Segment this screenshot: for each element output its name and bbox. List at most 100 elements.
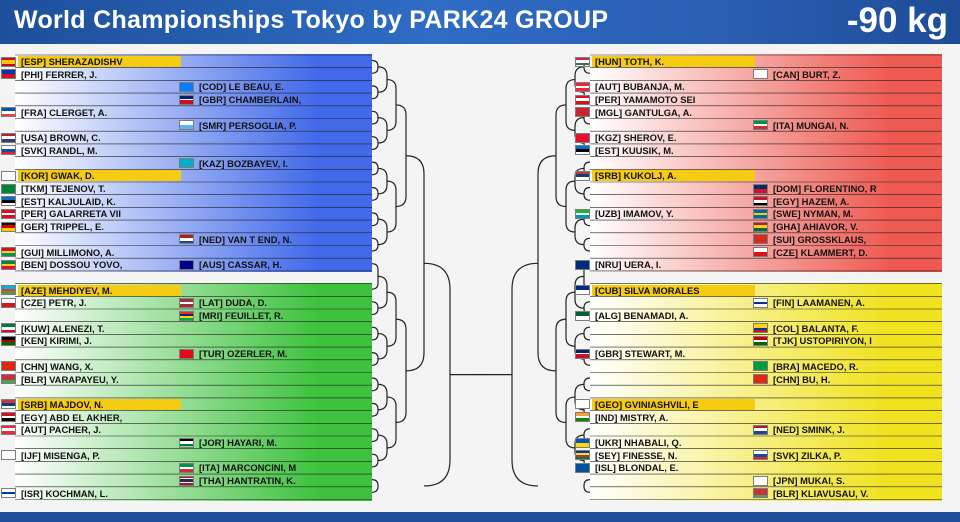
bracket-connector: [565, 180, 576, 233]
athlete-row[interactable]: [ISL] BLONDAL, E.: [595, 462, 679, 474]
athlete-row[interactable]: [SVK] RANDL, M.: [21, 144, 98, 156]
athlete-row[interactable]: [GER] TRIPPEL, E.: [21, 221, 104, 233]
flag-icon: [179, 158, 194, 169]
seeded-athlete-row[interactable]: [SRB] MAJDOV, N.: [18, 398, 181, 410]
flag-icon: [575, 348, 590, 359]
athlete-row[interactable]: [PER] YAMAMOTO SEI: [595, 94, 696, 106]
bracket-connector: [386, 180, 397, 233]
athlete-row[interactable]: [FRA] CLERGET, A.: [21, 106, 108, 118]
athlete-row[interactable]: [CZE] KLAMMERT, D.: [773, 246, 868, 258]
bracket-connector: [377, 167, 388, 195]
bracket-connector: [377, 66, 388, 93]
athlete-row[interactable]: [TJK] USTOPIRIYON, I: [773, 335, 872, 347]
athlete-row[interactable]: [EGY] ABD EL AKHER,: [21, 411, 123, 423]
athlete-row[interactable]: [USA] BROWN, C.: [21, 132, 101, 144]
bracket-connector: [555, 104, 567, 208]
flag-icon: [753, 183, 768, 194]
athlete-row[interactable]: [AUS] CASSAR, H.: [199, 259, 282, 271]
athlete-row[interactable]: [GBR] CHAMBERLAIN,: [199, 94, 302, 106]
bracket-connector: [371, 59, 379, 74]
athlete-row[interactable]: [ITA] MUNGAI, N.: [773, 119, 849, 131]
athlete-row[interactable]: [KEN] KIRIMI, J.: [21, 335, 92, 347]
athlete-row[interactable]: [NRU] UERA, I.: [595, 259, 662, 271]
flag-icon: [179, 94, 194, 105]
bracket-connector: [583, 186, 591, 201]
bracket-connector: [405, 155, 425, 372]
flag-icon: [753, 120, 768, 130]
athlete-row[interactable]: [KUW] ALENEZI, T.: [21, 322, 105, 334]
bracket-connector: [583, 326, 591, 341]
flag-icon: [575, 437, 590, 448]
athlete-row[interactable]: [BLR] KLIAVUSAU, V.: [773, 487, 869, 499]
athlete-row[interactable]: [KAZ] BOZBAYEV, I.: [199, 157, 288, 169]
athlete-row[interactable]: [CZE] PETR, J.: [21, 297, 87, 309]
athlete-row[interactable]: [SVK] ZILKA, P.: [773, 449, 842, 461]
athlete-row[interactable]: [IJF] MISENGA, P.: [21, 449, 101, 461]
athlete-row[interactable]: [TKM] TEJENOV, T.: [21, 183, 106, 194]
athlete-row[interactable]: [LAT] DUDA, D.: [199, 297, 268, 309]
athlete-row[interactable]: [FIN] LAAMANEN, A.: [773, 297, 865, 309]
athlete-row[interactable]: [NED] VAN T END, N.: [199, 233, 293, 245]
athlete-row[interactable]: [UZB] IMAMOV, Y.: [595, 208, 674, 220]
seeded-athlete-row[interactable]: [KOR] GWAK, D.: [18, 170, 181, 182]
athlete-row[interactable]: [BLR] VARAPAYEU, Y.: [21, 373, 119, 385]
athlete-row[interactable]: [DOM] FLORENTINO, R: [773, 183, 877, 194]
athlete-row[interactable]: [SUI] GROSSKLAUS,: [773, 233, 867, 245]
athlete-row[interactable]: [IND] MISTRY, A.: [595, 411, 669, 423]
athlete-row[interactable]: [THA] HANTRATIN, K.: [199, 475, 296, 487]
athlete-row[interactable]: [MGL] GANTULGA, A.: [595, 106, 693, 118]
athlete-row[interactable]: [KGZ] SHEROV, E.: [595, 132, 677, 144]
athlete-row[interactable]: [CHN] WANG, X.: [21, 360, 94, 372]
athlete-row[interactable]: [GUI] MILLIMONO, A.: [21, 246, 115, 258]
athlete-row[interactable]: [BEN] DOSSOU YOVO,: [21, 259, 123, 271]
bracket-connector: [371, 402, 379, 417]
bracket-connector: [386, 396, 397, 449]
seeded-athlete-row[interactable]: [SRB] KUKOLJ, A.: [592, 170, 755, 182]
athlete-row[interactable]: [PHI] FERRER, J.: [21, 68, 98, 80]
athlete-row[interactable]: [SMR] PERSOGLIA, P.: [199, 119, 297, 131]
athlete-row[interactable]: [GBR] STEWART, M.: [595, 348, 686, 360]
athlete-row[interactable]: [AUT] PACHER, J.: [21, 424, 102, 436]
seeded-athlete-row[interactable]: [CUB] SILVA MORALES: [592, 284, 755, 296]
athlete-row[interactable]: [COD] LE BEAU, E.: [199, 81, 284, 93]
bracket-connector: [395, 318, 407, 424]
bracket-connector: [565, 396, 576, 449]
athlete-row[interactable]: [BRA] MACEDO, R.: [773, 360, 859, 372]
athlete-row[interactable]: [ITA] MARCONCINI, M: [199, 462, 297, 474]
athlete-row[interactable]: [ISR] KOCHMAN, L.: [21, 487, 108, 499]
flag-icon: [179, 475, 194, 486]
flag-icon: [1, 208, 16, 219]
flag-icon: [1, 424, 16, 435]
bracket-connector: [377, 117, 388, 144]
athlete-row[interactable]: [AUT] BUBANJA, M.: [595, 81, 685, 93]
athlete-row[interactable]: [EGY] HAZEM, A.: [773, 195, 850, 207]
athlete-row[interactable]: [SEY] FINESSE, N.: [595, 449, 678, 461]
athlete-row[interactable]: [CAN] BURT, Z.: [773, 68, 841, 80]
athlete-row[interactable]: [ALG] BENAMADI, A.: [595, 310, 689, 321]
seeded-athlete-row[interactable]: [HUN] TOTH, K.: [592, 56, 755, 67]
athlete-row[interactable]: [TUR] OZERLER, M.: [199, 348, 288, 360]
athlete-row[interactable]: [PER] GALARRETA VII: [21, 208, 121, 220]
flag-icon: [575, 145, 590, 156]
athlete-row[interactable]: [SWE] NYMAN, M.: [773, 208, 854, 220]
flag-icon: [575, 462, 590, 473]
flag-icon: [753, 297, 768, 308]
athlete-row[interactable]: [CHN] BU, H.: [773, 373, 831, 385]
seeded-athlete-row[interactable]: [GEO] GVINIASHVILI, E: [592, 398, 755, 410]
flag-icon: [1, 56, 16, 67]
athlete-row[interactable]: [EST] KUUSIK, M.: [595, 144, 674, 156]
athlete-row[interactable]: [NED] SMINK, J.: [773, 424, 845, 436]
athlete-row[interactable]: [GHA] AHIAVOR, V.: [773, 221, 859, 233]
flag-icon: [1, 259, 16, 270]
seeded-athlete-row[interactable]: [ESP] SHERAZADISHV: [18, 56, 181, 67]
flag-icon: [753, 323, 768, 334]
athlete-row[interactable]: [COL] BALANTA, F.: [773, 322, 859, 334]
athlete-row[interactable]: [EST] KALJULAID, K.: [21, 195, 116, 207]
athlete-row[interactable]: [MRI] FEUILLET, R.: [199, 310, 284, 321]
athlete-row[interactable]: [JPN] MUKAI, S.: [773, 475, 845, 487]
flag-icon: [179, 120, 194, 130]
seeded-athlete-row[interactable]: [AZE] MEHDIYEV, M.: [18, 284, 181, 296]
athlete-row[interactable]: [JOR] HAYARI, M.: [199, 437, 277, 448]
flag-icon: [575, 208, 590, 219]
athlete-row[interactable]: [UKR] NHABALI, Q.: [595, 437, 682, 448]
